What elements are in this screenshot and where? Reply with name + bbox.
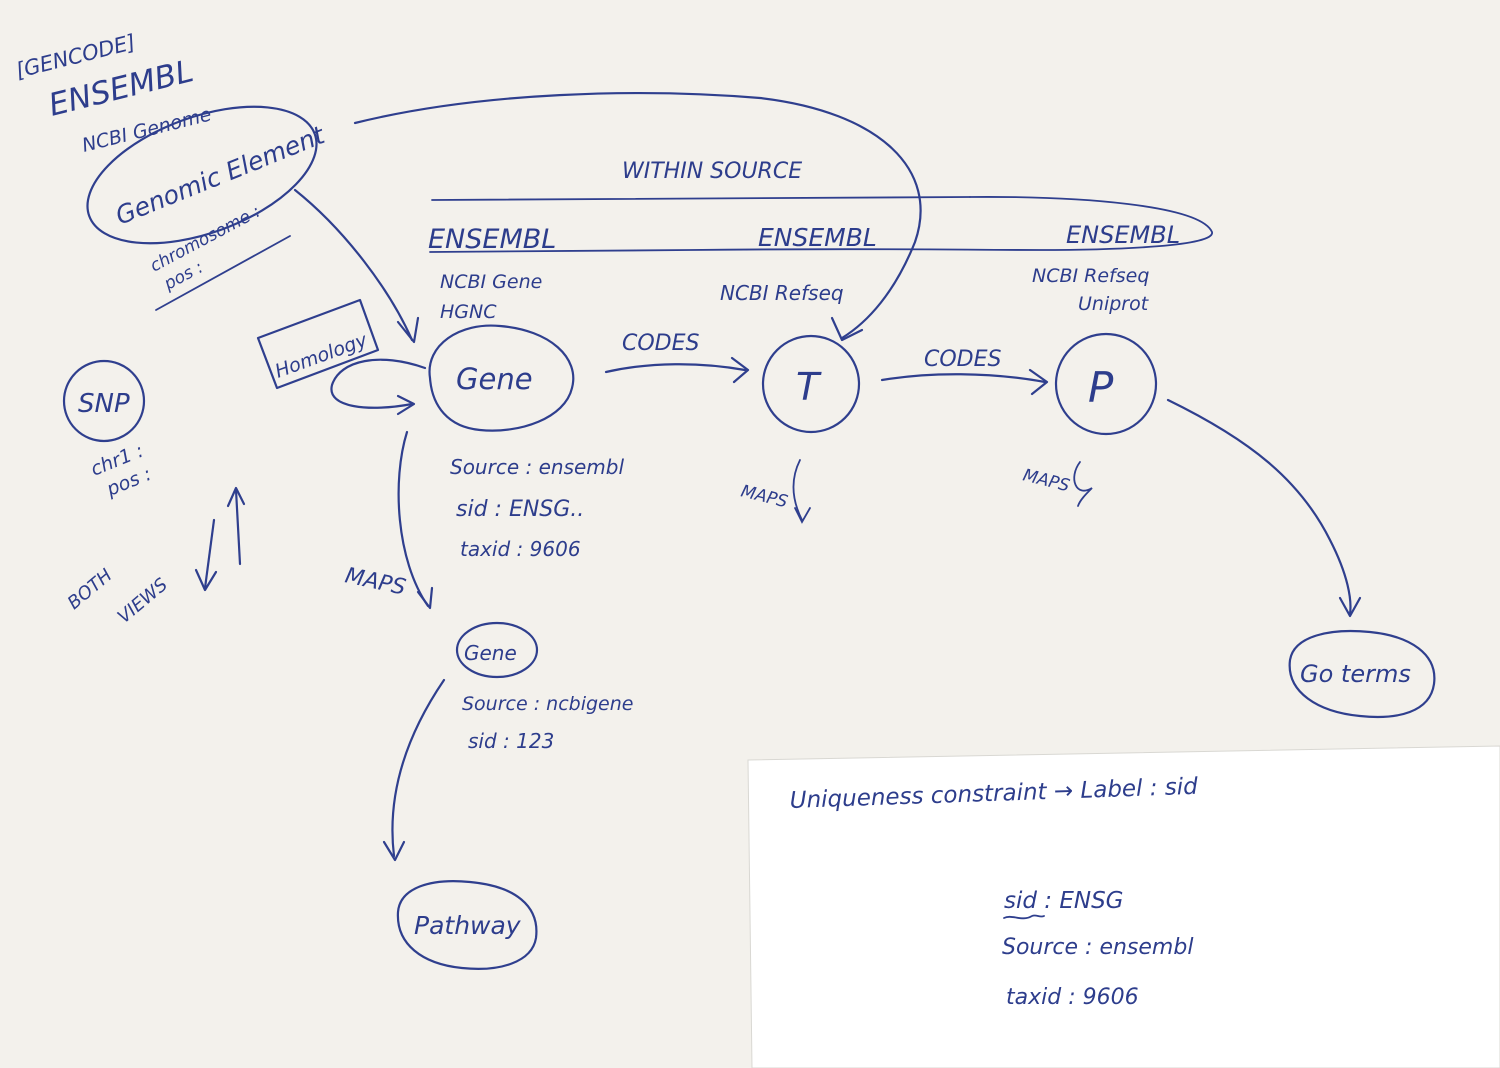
gene-sid-prop: sid : ENSG.. — [456, 497, 584, 522]
go-terms-label: Go terms — [1300, 660, 1411, 688]
gene-node: Gene — [428, 324, 575, 432]
snp-label: SNP — [78, 389, 130, 419]
gene2-to-pathway-arrow-head — [382, 840, 406, 862]
transcript-node: T — [761, 334, 861, 434]
gene2-node: Gene — [455, 621, 539, 679]
protein-source-uniprot: Uniprot — [1078, 293, 1150, 315]
within-source-arrow-head — [830, 316, 864, 342]
protein-label: P — [1088, 363, 1114, 412]
protein-to-go-arrow-head — [1338, 596, 1362, 618]
gene-label: Gene — [456, 362, 533, 396]
ensembl-group-ellipse — [429, 196, 1213, 253]
transcript-source-ncbi-refseq: NCBI Refseq — [720, 281, 844, 305]
within-source-arrow — [353, 92, 922, 340]
gene2-to-pathway-arrow — [391, 678, 446, 858]
codes-gene-to-t-arrow-head — [730, 356, 750, 384]
protein-to-go-arrow — [1166, 398, 1352, 616]
both-views-up-arrow-head — [226, 486, 246, 508]
pathway-label: Pathway — [414, 911, 522, 940]
gene2-label: Gene — [464, 641, 517, 665]
protein-node: P — [1054, 332, 1158, 436]
maps-gene-arrow — [397, 430, 430, 608]
both-views-down-arrow-head — [194, 568, 218, 592]
codes-t-to-p-arrow-head — [1028, 368, 1049, 396]
homology-self-loop-head — [396, 394, 416, 416]
gene2-sid-prop: sid : 123 — [468, 729, 554, 753]
maps-gene-arrow-head — [416, 586, 434, 610]
note-sid-prop: sid : ENSG — [1004, 888, 1124, 914]
genomic-to-gene-arrow-head — [396, 316, 420, 344]
gene-source-ncbi-gene: NCBI Gene — [440, 271, 542, 293]
note-sid-underline — [1003, 914, 1045, 920]
codes-gene-to-t-arrow — [604, 363, 747, 374]
snp-node: SNP — [62, 359, 146, 443]
gene2-props: Source : ncbigene sid : 123 — [462, 693, 633, 753]
transcript-source-group: ENSEMBL NCBI Refseq — [720, 223, 877, 305]
transcript-source-ensembl: ENSEMBL — [758, 223, 877, 252]
codes-t-to-p-arrow — [880, 373, 1047, 384]
gene-source-group: ENSEMBL NCBI Gene HGNC — [428, 224, 556, 323]
gene-props: Source : ensembl sid : ENSG.. taxid : 96… — [450, 455, 624, 561]
genomic-props-underline — [155, 235, 291, 311]
codes-label-2: CODES — [924, 347, 1002, 372]
note-taxid-prop: taxid : 9606 — [1006, 985, 1139, 1010]
protein-source-ensembl: ENSEMBL — [1066, 221, 1180, 249]
note-sheet — [747, 745, 1500, 1068]
ensembl-group-line — [431, 196, 971, 201]
gene-taxid-prop: taxid : 9606 — [460, 537, 581, 561]
gene-source-prop: Source : ensembl — [450, 455, 624, 479]
genomic-to-gene-arrow — [293, 188, 414, 342]
go-terms-node: Go terms — [1288, 629, 1436, 718]
both-views-up-arrow — [234, 488, 242, 566]
maps-t-arrow-head — [794, 507, 811, 524]
protein-source-ncbi-refseq: NCBI Refseq — [1032, 265, 1149, 287]
homology-self-loop — [330, 358, 427, 409]
maps-p-loop — [1073, 461, 1093, 507]
note-source-prop: Source : ensembl — [1002, 935, 1193, 960]
pathway-node: Pathway — [396, 880, 538, 970]
gene-source-hgnc: HGNC — [440, 301, 497, 323]
codes-label-1: CODES — [622, 331, 700, 356]
transcript-label: T — [796, 365, 822, 409]
gene-source-ensembl: ENSEMBL — [428, 224, 556, 255]
protein-source-group: ENSEMBL NCBI Refseq Uniprot — [1032, 221, 1180, 315]
within-source-label: WITHIN SOURCE — [622, 159, 802, 184]
maps-t-arrow — [792, 459, 803, 521]
both-views-down-arrow — [203, 518, 216, 590]
gene2-source-prop: Source : ncbigene — [462, 693, 633, 715]
